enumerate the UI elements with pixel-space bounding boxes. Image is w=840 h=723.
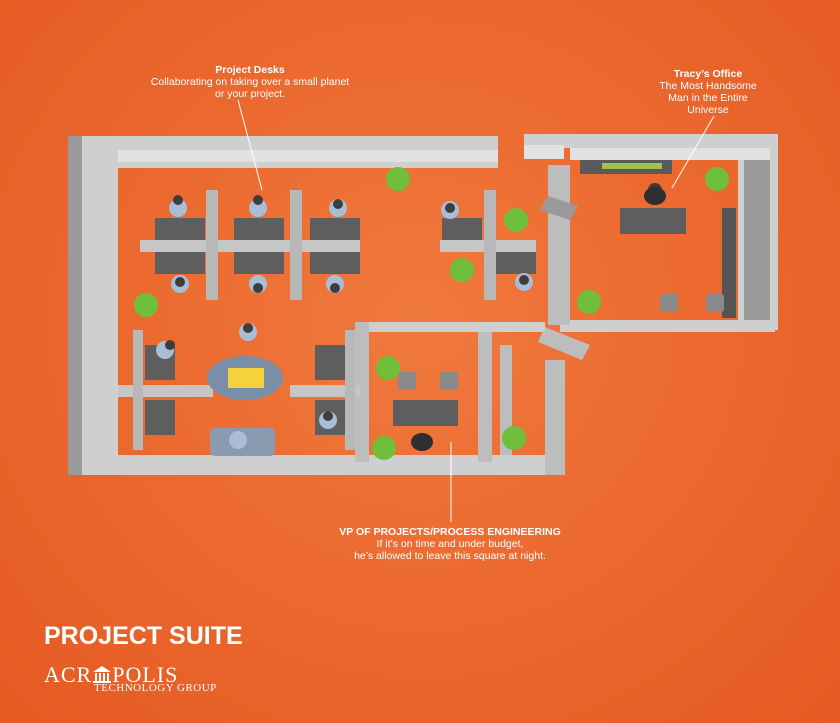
company-logo: ACR POLIS TECHNOLOGY GROUP [44, 662, 244, 702]
callout-text: Man in the Entire [668, 92, 748, 104]
desks [145, 208, 686, 456]
rug-and-table [207, 356, 283, 400]
logo-wordmark-part: POLIS [112, 662, 179, 687]
callout-text: Universe [687, 104, 729, 116]
callout-leader-lines [237, 99, 715, 522]
callout-text: or your project. [214, 88, 286, 100]
dark-suited-people [411, 187, 666, 451]
tracys-office-callout: Tracy’s Office The Most Handsome Man in … [640, 68, 776, 116]
vp-office-callout: VP OF PROJECTS/PROCESS ENGINEERING If it… [290, 526, 610, 562]
plants [134, 167, 729, 460]
logo-wordmark: ACR POLIS [44, 662, 178, 688]
cubicle-partitions [118, 160, 736, 450]
callout-title: Project Desks [215, 64, 285, 76]
callout-title: Tracy’s Office [673, 68, 743, 80]
page-title: PROJECT SUITE [44, 622, 243, 650]
logo-wordmark-part: ACR [44, 662, 93, 687]
outer-walls [68, 134, 778, 475]
callout-text: The Most Handsome [659, 80, 757, 92]
callout-text: he’s allowed to leave this square at nig… [354, 550, 546, 562]
project-desks-callout: Project Desks Collaborating on taking ov… [120, 64, 380, 100]
logo-tagline: TECHNOLOGY GROUP [94, 682, 217, 694]
callout-title: VP OF PROJECTS/PROCESS ENGINEERING [339, 526, 561, 538]
columned-building-icon [93, 666, 112, 683]
chairs [398, 294, 724, 390]
callout-text: Collaborating on taking over a small pla… [150, 76, 350, 88]
callout-text: If it’s on time and under budget, [376, 538, 524, 550]
